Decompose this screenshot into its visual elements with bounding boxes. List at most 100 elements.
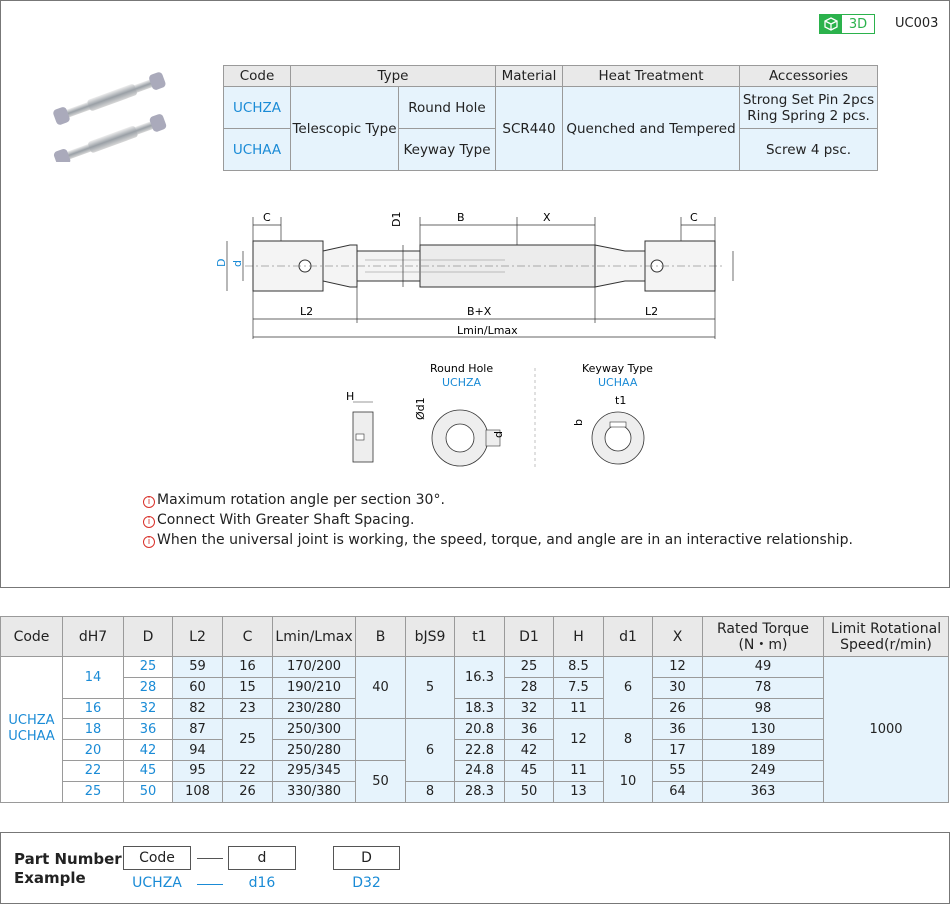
spec-header-accessories: Accessories [739, 65, 878, 87]
col-bjs9: bJS9 [405, 616, 455, 657]
cell-dh7[interactable]: 16 [62, 697, 124, 720]
spec-type-main: Telescopic Type [290, 86, 399, 171]
cell-d1: 10 [603, 759, 653, 803]
cell-t1: 16.3 [454, 656, 505, 699]
cell-speed: 1000 [823, 656, 949, 803]
cell-x: 12 [652, 656, 703, 678]
info-icon: i [143, 496, 155, 508]
spec-header-heat: Heat Treatment [562, 65, 740, 87]
cell-l2: 59 [172, 656, 223, 678]
cell-t1: 22.8 [454, 739, 505, 761]
cell-d1-upper: 28 [504, 676, 554, 699]
cell-h: 7.5 [553, 676, 604, 699]
detail-round-hole: Round Hole [430, 362, 493, 375]
detail-b: b [572, 419, 585, 426]
cell-t1: 20.8 [454, 718, 505, 741]
col-b: B [355, 616, 406, 657]
cell-D[interactable]: 28 [123, 676, 173, 699]
cell-dh7[interactable]: 22 [62, 759, 124, 782]
cell-d1-upper: 32 [504, 697, 554, 720]
cell-lminmax: 295/345 [272, 759, 356, 782]
cell-c: 22 [222, 759, 273, 782]
dim-c-left: C [263, 211, 271, 224]
detail-keyway-code: UCHAA [598, 376, 638, 389]
detail-round-code: UCHZA [442, 376, 482, 389]
cell-torque: 130 [702, 718, 824, 741]
cube-icon [820, 15, 842, 33]
cell-x: 64 [652, 780, 703, 803]
cell-D[interactable]: 25 [123, 656, 173, 678]
cell-h: 11 [553, 759, 604, 782]
cell-D[interactable]: 36 [123, 718, 173, 741]
cell-d1-upper: 36 [504, 718, 554, 741]
detail-keyway: Keyway Type [582, 362, 653, 375]
cell-d1-upper: 25 [504, 656, 554, 678]
cell-dh7[interactable]: 14 [62, 656, 124, 699]
col-torque: Rated Torque(N・m) [702, 616, 824, 657]
part-number-title: Part Number Example [14, 850, 122, 887]
cell-D[interactable]: 45 [123, 759, 173, 782]
cell-dh7[interactable]: 25 [62, 780, 124, 803]
pn-value-code: UCHZA [132, 875, 182, 891]
spec-code-uchza[interactable]: UCHZA [223, 86, 291, 129]
page-code: UC003 [895, 16, 939, 31]
detail-h: H [346, 390, 354, 403]
cell-x: 30 [652, 676, 703, 699]
cell-b: 50 [355, 759, 406, 803]
cell-lminmax: 330/380 [272, 780, 356, 803]
3d-badge[interactable]: 3D [819, 14, 875, 34]
accessory-line-2: Ring Spring 2 pcs. [747, 107, 870, 124]
cell-lminmax: 250/280 [272, 739, 356, 761]
cell-t1: 28.3 [454, 780, 505, 803]
cell-c: 16 [222, 656, 273, 678]
dim-x: X [543, 211, 551, 224]
cell-dh7[interactable]: 18 [62, 718, 124, 741]
col-dh7: dH7 [62, 616, 124, 657]
badge-label: 3D [848, 16, 868, 32]
cell-b: 40 [355, 655, 406, 720]
spec-heat: Quenched and Tempered [562, 86, 740, 171]
spec-code-uchaa[interactable]: UCHAA [223, 128, 291, 171]
detail-t1: t1 [615, 394, 626, 407]
spec-subtype-keyway: Keyway Type [398, 128, 496, 171]
cell-torque: 249 [702, 759, 824, 782]
pn-box-code: Code [123, 846, 191, 870]
cell-t1: 18.3 [454, 697, 505, 720]
col-t1: t1 [454, 616, 505, 657]
cell-h: 12 [553, 718, 604, 761]
cell-lminmax: 190/210 [272, 676, 356, 699]
cell-bjs9: 5 [405, 655, 455, 720]
dim-D: D [215, 259, 228, 267]
cell-torque: 189 [702, 739, 824, 761]
col-code: Code [0, 616, 63, 657]
cell-t1: 24.8 [454, 759, 505, 782]
dimension-table: Code dH7 D L2 C Lmin/Lmax B bJS9 t1 D1 H… [0, 616, 949, 803]
dim-b: B [457, 211, 465, 224]
cell-c: 25 [222, 718, 273, 761]
cell-l2: 94 [172, 739, 223, 761]
cell-l2: 82 [172, 697, 223, 720]
cell-D[interactable]: 42 [123, 739, 173, 761]
spec-header-code: Code [223, 65, 291, 87]
cell-dh7[interactable]: 20 [62, 739, 124, 761]
cell-D[interactable]: 50 [123, 780, 173, 803]
pn-value-d: d16 [248, 875, 276, 891]
cell-D[interactable]: 32 [123, 697, 173, 720]
table-row: 25 50 108 26 330/380 8 28.3 50 13 64 363 [1, 780, 949, 803]
col-x: X [652, 616, 703, 657]
cell-h: 11 [553, 697, 604, 720]
cell-lminmax: 250/300 [272, 718, 356, 741]
cell-d1-upper: 42 [504, 739, 554, 761]
table-row: 22 45 95 22 295/345 50 24.8 45 11 10 55 … [1, 759, 949, 803]
cell-d1: 6 [603, 655, 653, 720]
detail-od1: Ød1 [414, 397, 427, 420]
cell-torque: 98 [702, 697, 824, 720]
cell-d1: 8 [603, 718, 653, 761]
spec-accessory-1: Strong Set Pin 2pcs Ring Spring 2 pcs. [739, 86, 878, 129]
cell-h: 8.5 [553, 656, 604, 678]
col-d1-upper: D1 [504, 616, 554, 657]
